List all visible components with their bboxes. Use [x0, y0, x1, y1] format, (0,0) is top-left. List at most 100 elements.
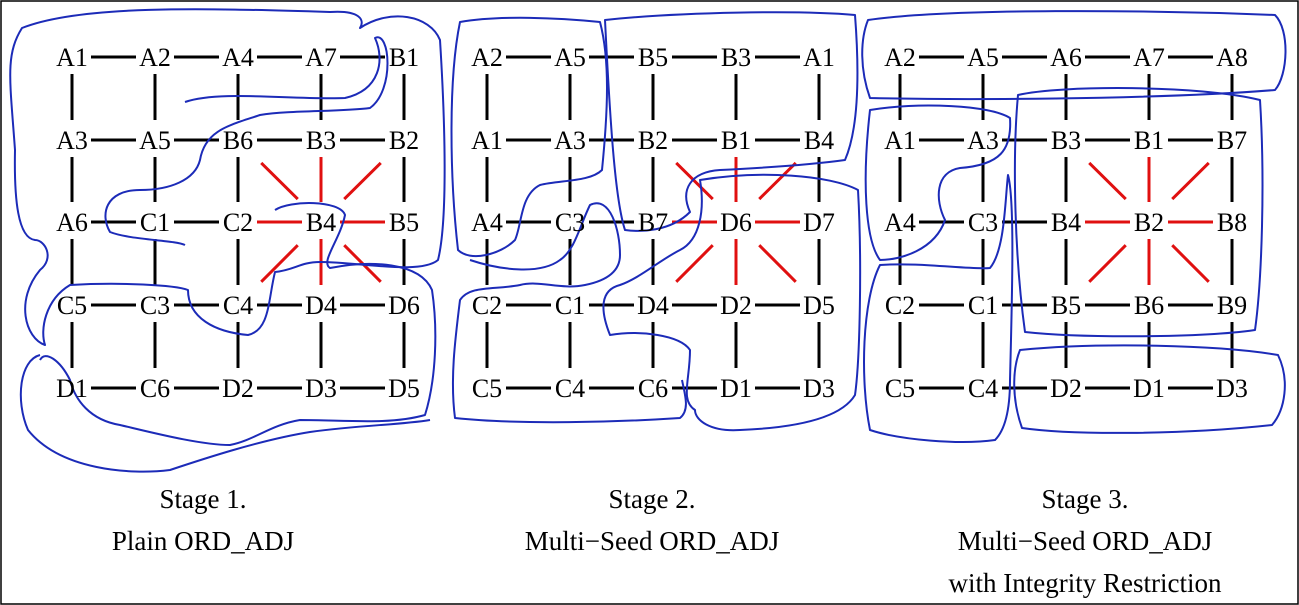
cluster-outlines [9, 8, 1287, 473]
stage3-node-A5: A5 [967, 43, 999, 72]
stage2-node-A1: A1 [803, 43, 835, 72]
stage2-node-D5: D5 [803, 291, 835, 320]
stage2-node-A2: A2 [471, 43, 503, 72]
stage1-node-A7: A7 [305, 43, 337, 72]
stage2-edge-D6-B2 [675, 161, 714, 201]
stage1-cluster-outline-a [9, 8, 446, 346]
stage2-cluster-outline-b [604, 11, 859, 232]
stage3-edge-B2-B5 [1088, 244, 1127, 283]
stage1-node-B2: B2 [389, 126, 419, 155]
stage1-cluster-outline-c [39, 202, 437, 446]
stage1-node-A6: A6 [56, 208, 88, 237]
stage3-edge-B2-B9 [1171, 244, 1210, 283]
stage2-node-D7: D7 [803, 208, 835, 237]
stage1-node-D2: D2 [222, 374, 254, 403]
stage2-node-C5: C5 [472, 374, 502, 403]
stage1-node-A5: A5 [139, 126, 171, 155]
stage2-node-B5: B5 [638, 43, 668, 72]
stage1-node-B6: B6 [223, 126, 253, 155]
stage3-edge-B2-B7 [1171, 161, 1210, 201]
stage2-edge-D6-B4 [758, 161, 797, 201]
stage3-node-A4: A4 [884, 208, 916, 237]
stage2-caption-line-2: Multi−Seed ORD_ADJ [525, 526, 779, 556]
stage3-node-A1: A1 [884, 126, 916, 155]
stage2-node-A5: A5 [554, 43, 586, 72]
stage3-node-A7: A7 [1133, 43, 1165, 72]
stage3-edge-B2-B3 [1088, 161, 1127, 201]
stage2-node-A3: A3 [554, 126, 586, 155]
stage3-cluster-outline-c [1013, 87, 1264, 338]
stage2-node-B7: B7 [638, 208, 668, 237]
stage3-node-B8: B8 [1217, 208, 1247, 237]
stage3-caption-line-2: Multi−Seed ORD_ADJ [958, 526, 1212, 556]
stage3-cluster-outline-d [1013, 344, 1286, 434]
stage2-cluster-outline-d [451, 202, 687, 424]
stage1-node-A2: A2 [139, 43, 171, 72]
stage3-node-B9: B9 [1217, 291, 1247, 320]
stage1-node-A3: A3 [56, 126, 88, 155]
stage1-caption-line-1: Stage 1. [160, 484, 247, 514]
stage1-node-B1: B1 [389, 43, 419, 72]
stage2-node-C1: C1 [555, 291, 585, 320]
captions-layer: Stage 1. Plain ORD_ADJ Stage 2. Multi−Seed … [112, 484, 1222, 598]
stage3-cluster-outline-e [863, 174, 1014, 443]
stage3-node-A8: A8 [1216, 43, 1248, 72]
stage2-caption-line-1: Stage 2. [609, 484, 696, 514]
stage2-node-C6: C6 [638, 374, 668, 403]
stage1-node-D3: D3 [305, 374, 337, 403]
stage3-node-B1: B1 [1134, 126, 1164, 155]
stage1-node-D1: D1 [56, 374, 88, 403]
stage2-cluster-outline-c [602, 173, 862, 432]
stage2-cluster-outline-a [450, 16, 608, 258]
stage3-node-C1: C1 [968, 291, 998, 320]
stage3-node-C2: C2 [885, 291, 915, 320]
stage1-caption-line-2: Plain ORD_ADJ [112, 526, 294, 556]
stage1-cluster-outline-b [104, 36, 389, 246]
stage2-node-D2: D2 [720, 291, 752, 320]
stage2-node-B4: B4 [804, 126, 834, 155]
stage1-node-D4: D4 [305, 291, 337, 320]
stage1-node-A1: A1 [56, 43, 88, 72]
stage3-node-B2: B2 [1134, 208, 1164, 237]
stage2-node-A1: A1 [471, 126, 503, 155]
stage2-node-C4: C4 [555, 374, 585, 403]
stage1-node-C1: C1 [140, 208, 170, 237]
stage2-node-B3: B3 [721, 43, 751, 72]
stage3-cluster-outline-b [864, 104, 1012, 261]
stage2-node-D6: D6 [720, 208, 752, 237]
stage2-node-D1: D1 [720, 374, 752, 403]
stage3-node-A2: A2 [884, 43, 916, 72]
stage2-node-C2: C2 [472, 291, 502, 320]
stage3-node-B5: B5 [1051, 291, 1081, 320]
stage3-node-B4: B4 [1051, 208, 1081, 237]
stage2-node-D4: D4 [637, 291, 669, 320]
stage3-node-C4: C4 [968, 374, 998, 403]
stage1-edge-B4-C4 [260, 244, 299, 283]
stage3-node-A6: A6 [1050, 43, 1082, 72]
stage3-node-C3: C3 [968, 208, 998, 237]
stage3-node-B6: B6 [1134, 291, 1164, 320]
stage1-node-C5: C5 [57, 291, 87, 320]
stage1-node-C2: C2 [223, 208, 253, 237]
stage3-node-C5: C5 [885, 374, 915, 403]
stage3-node-D3: D3 [1216, 374, 1248, 403]
stage3-node-D2: D2 [1050, 374, 1082, 403]
stage3-node-B3: B3 [1051, 126, 1081, 155]
stage1-edge-B4-B2 [343, 161, 382, 201]
stage1-node-D5: D5 [388, 374, 420, 403]
stage1-node-C6: C6 [140, 374, 170, 403]
stage2-edge-D6-D4 [675, 244, 714, 283]
stage1-node-C4: C4 [223, 291, 253, 320]
stage3-node-D1: D1 [1133, 374, 1165, 403]
stage2-node-C3: C3 [555, 208, 585, 237]
stage2-edge-D6-D5 [758, 244, 797, 283]
stage3-node-B7: B7 [1217, 126, 1247, 155]
stage1-node-B3: B3 [306, 126, 336, 155]
stage1-cluster-outline-d [19, 354, 431, 473]
stage3-cluster-outline-a [861, 10, 1287, 101]
stage1-node-A4: A4 [222, 43, 254, 72]
